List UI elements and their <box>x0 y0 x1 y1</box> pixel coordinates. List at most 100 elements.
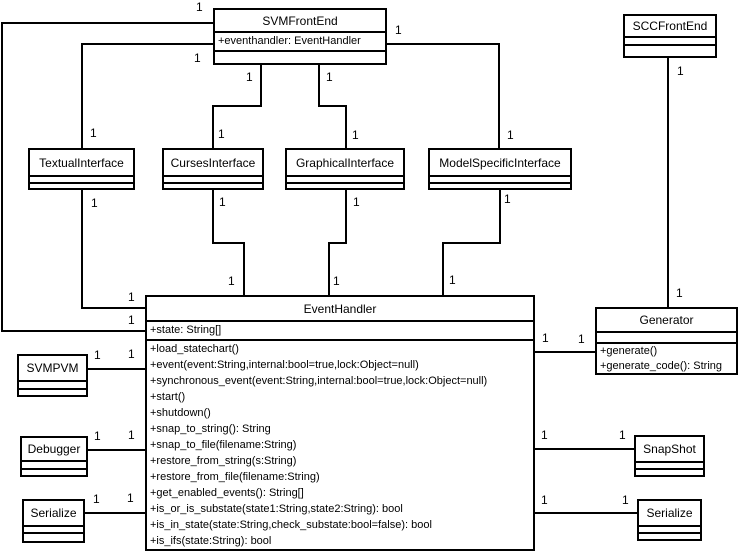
empty-compartment <box>19 382 86 390</box>
empty-compartment <box>164 177 262 184</box>
member-text: +start() <box>150 391 186 403</box>
class-name: SVMPVM <box>19 356 86 382</box>
multiplicity-label: 1 <box>326 70 333 84</box>
empty-compartment <box>287 184 403 188</box>
multiplicity-label: 1 <box>333 274 340 288</box>
class-name: ModelSpecificInterface <box>430 150 570 177</box>
multiplicity-label: 1 <box>219 195 226 209</box>
class-name: EventHandler <box>147 297 533 322</box>
class-cursesinterface[interactable]: CursesInterface <box>162 148 264 190</box>
multiplicity-label: 1 <box>128 313 135 327</box>
multiplicity-label: 1 <box>128 347 135 361</box>
class-snapshot[interactable]: SnapShot <box>634 435 705 477</box>
member-text: +is_or_is_substate(state1:String,state2:… <box>150 503 403 515</box>
member-text: +event(event:String,internal:bool=true,l… <box>150 359 419 371</box>
multiplicity-label: 1 <box>578 332 585 346</box>
member-text: +is_ifs(state:String): bool <box>150 535 272 547</box>
empty-compartment <box>430 184 570 188</box>
association-svmfrontend-to-cursesinterface <box>212 65 262 148</box>
member-text: +restore_from_file(filename:String) <box>150 471 320 483</box>
class-svmpvm[interactable]: SVMPVM <box>17 354 88 397</box>
multiplicity-label: 1 <box>228 274 235 288</box>
class-name: SnapShot <box>636 437 703 463</box>
class-sccfrontend[interactable]: SCCFrontEnd <box>623 14 717 58</box>
multiplicity-label: 1 <box>504 192 511 206</box>
multiplicity-label: 1 <box>94 348 101 362</box>
class-serialize-left[interactable]: Serialize <box>22 499 85 543</box>
multiplicity-label: 1 <box>196 0 203 14</box>
member-text: +restore_from_string(s:String) <box>150 455 297 467</box>
member-text: +state: String[] <box>150 324 222 336</box>
empty-compartment <box>164 184 262 188</box>
class-generator[interactable]: Generator +generate() +generate_code(): St… <box>595 307 738 375</box>
members-compartment: +state: String[] <box>147 322 533 341</box>
class-name: Serialize <box>24 501 83 527</box>
multiplicity-label: 1 <box>246 70 253 84</box>
class-graphicalinterface[interactable]: GraphicalInterface <box>285 148 405 190</box>
multiplicity-label: 1 <box>128 290 135 304</box>
class-svmfrontend[interactable]: SVMFrontEnd +eventhandler: EventHandler <box>213 8 387 65</box>
multiplicity-label: 1 <box>542 331 549 345</box>
empty-compartment <box>597 333 736 344</box>
class-name: Generator <box>597 309 736 333</box>
members-compartment: +generate() +generate_code(): String <box>597 344 736 373</box>
member-text: +is_in_state(state:String,check_substate… <box>150 519 432 531</box>
member-text: +eventhandler: EventHandler <box>218 35 361 47</box>
multiplicity-label: 1 <box>218 127 225 141</box>
class-name: SVMFrontEnd <box>215 10 385 33</box>
class-textualinterface[interactable]: TextualInterface <box>28 148 135 190</box>
empty-compartment <box>625 46 715 56</box>
multiplicity-label: 1 <box>676 286 683 300</box>
empty-compartment <box>30 184 133 188</box>
empty-compartment <box>24 534 83 541</box>
member-text: +load_statechart() <box>150 343 239 355</box>
multiplicity-label: 1 <box>507 128 514 142</box>
multiplicity-label: 1 <box>449 273 456 287</box>
empty-compartment <box>625 38 715 46</box>
class-debugger[interactable]: Debugger <box>20 436 88 477</box>
empty-compartment <box>22 470 86 475</box>
multiplicity-label: 1 <box>94 429 101 443</box>
class-name: TextualInterface <box>30 150 133 177</box>
empty-compartment <box>19 390 86 395</box>
association-textualinterface-to-eventhandler <box>81 190 145 309</box>
members-compartment: +load_statechart() +event(event:String,in… <box>147 341 533 549</box>
multiplicity-label: 1 <box>619 428 626 442</box>
empty-compartment <box>639 534 700 539</box>
class-serialize-right[interactable]: Serialize <box>637 499 702 541</box>
multiplicity-label: 1 <box>93 492 100 506</box>
class-name: SCCFrontEnd <box>625 16 715 38</box>
association-svmfrontend-to-graphicalinterface <box>318 65 347 148</box>
member-text: +synchronous_event(event:String,internal… <box>150 375 488 387</box>
empty-compartment <box>636 463 703 470</box>
multiplicity-label: 1 <box>90 126 97 140</box>
empty-compartment <box>22 462 86 470</box>
multiplicity-label: 1 <box>622 493 629 507</box>
association-svmfrontend-to-eventhandler <box>1 22 213 332</box>
empty-compartment <box>636 470 703 475</box>
multiplicity-label: 1 <box>677 64 684 78</box>
multiplicity-label: 1 <box>353 195 360 209</box>
member-text: +snap_to_file(filename:String) <box>150 439 297 451</box>
association-cursesinterface-to-eventhandler <box>212 190 245 295</box>
member-text: +get_enabled_events(): String[] <box>150 487 304 499</box>
class-name: CursesInterface <box>164 150 262 177</box>
member-text: +generate_code(): String <box>600 359 722 372</box>
members-compartment: +eventhandler: EventHandler <box>215 33 385 52</box>
class-name: Debugger <box>22 438 86 462</box>
multiplicity-label: 1 <box>91 196 98 210</box>
member-text: +snap_to_string(): String <box>150 423 271 435</box>
member-text: +generate() <box>600 345 658 357</box>
multiplicity-label: 1 <box>352 128 359 142</box>
multiplicity-label: 1 <box>194 51 201 65</box>
multiplicity-label: 1 <box>541 428 548 442</box>
multiplicity-label: 1 <box>127 491 134 505</box>
class-eventhandler[interactable]: EventHandler +state: String[] +load_statec… <box>145 295 535 551</box>
empty-compartment <box>24 527 83 534</box>
class-modelspecificinterface[interactable]: ModelSpecificInterface <box>428 148 572 190</box>
empty-compartment <box>287 177 403 184</box>
multiplicity-label: 1 <box>541 493 548 507</box>
empty-compartment <box>30 177 133 184</box>
